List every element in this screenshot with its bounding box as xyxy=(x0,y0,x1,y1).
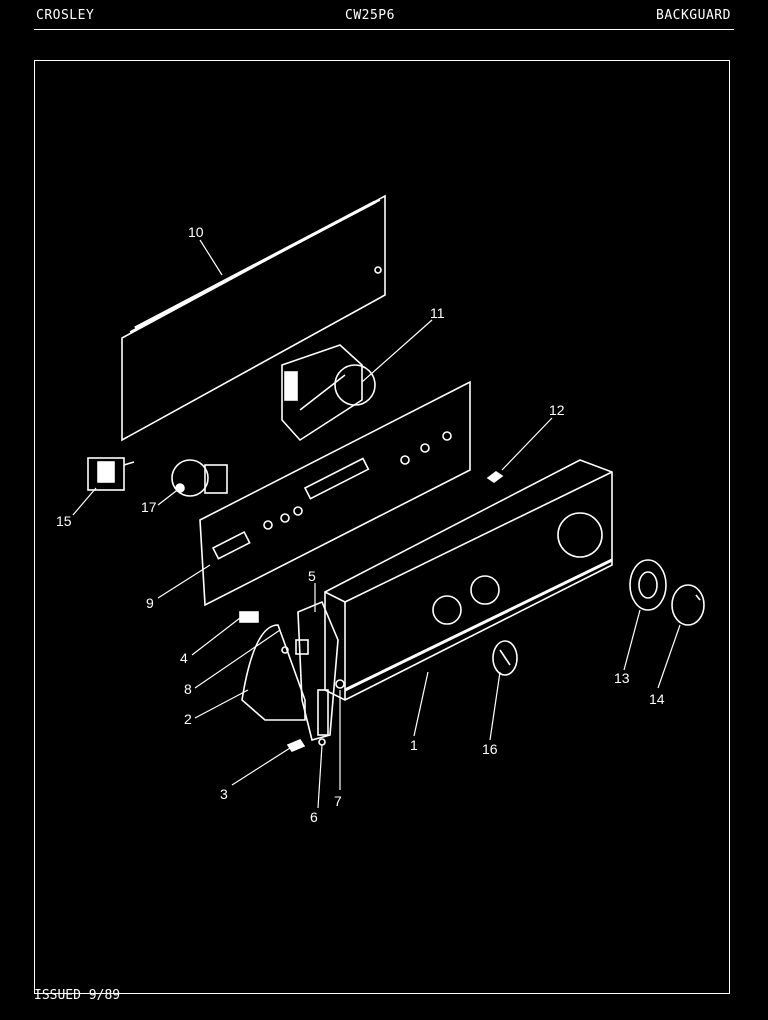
part-6-fastener xyxy=(318,738,326,746)
callout-6: 6 xyxy=(310,809,318,825)
part-10-rear-panel xyxy=(121,194,386,442)
part-12-clip xyxy=(486,471,504,483)
callout-16: 16 xyxy=(482,741,498,757)
part-16-light xyxy=(492,640,518,676)
callout-5: 5 xyxy=(308,568,316,584)
section-title: BACKGUARD xyxy=(656,8,731,23)
brand-label: CROSLEY xyxy=(36,8,95,23)
callout-3: 3 xyxy=(220,786,228,802)
header-rule xyxy=(34,29,734,30)
callout-8: 8 xyxy=(184,681,192,697)
callout-13: 13 xyxy=(614,670,630,686)
callout-14: 14 xyxy=(649,691,665,707)
part-8-bracket xyxy=(295,639,309,655)
part-5-end-cap xyxy=(297,600,339,741)
callout-9: 9 xyxy=(146,595,154,611)
part-11-timer xyxy=(281,344,376,442)
callout-17: 17 xyxy=(141,499,157,515)
part-3-screw xyxy=(286,739,306,752)
callout-2: 2 xyxy=(184,711,192,727)
callout-1: 1 xyxy=(410,737,418,753)
callout-11: 11 xyxy=(430,305,445,321)
part-1-backguard xyxy=(324,459,613,701)
part-13-skirt xyxy=(629,559,667,611)
part-14-knob xyxy=(671,584,705,626)
callout-15: 15 xyxy=(56,513,72,529)
part-2-trim xyxy=(241,624,306,721)
diagram-frame xyxy=(34,60,730,994)
callout-4: 4 xyxy=(180,650,188,666)
part-17-selector xyxy=(171,459,228,497)
part-4-screw xyxy=(239,611,259,623)
callout-10: 10 xyxy=(188,224,204,240)
callout-7: 7 xyxy=(334,793,342,809)
model-label: CW25P6 xyxy=(345,8,395,23)
part-9-control-panel xyxy=(199,380,471,607)
part-7-fastener xyxy=(335,679,345,689)
issued-date: ISSUED 9/89 xyxy=(34,988,121,1003)
callout-12: 12 xyxy=(549,402,565,418)
part-15-switch xyxy=(87,457,135,491)
